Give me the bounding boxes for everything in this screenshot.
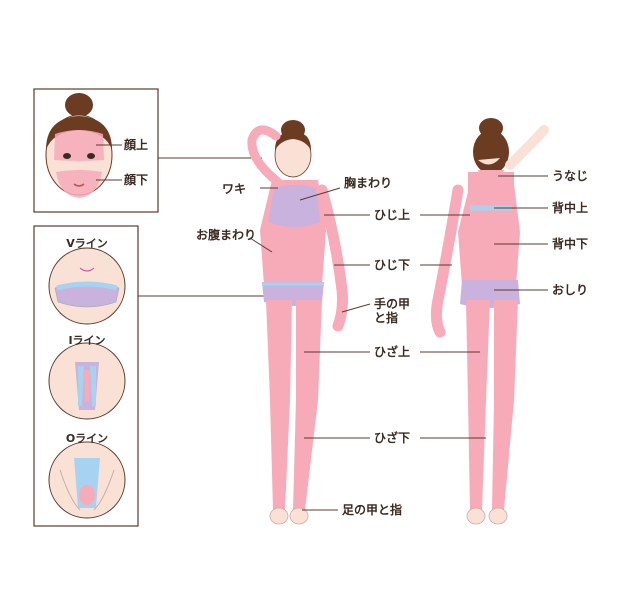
- i-line-circle: [48, 342, 126, 420]
- face-illustration: [45, 93, 113, 198]
- nape-zone: [478, 170, 504, 182]
- front-chest-zone: [268, 185, 320, 227]
- face-lower-label: 顔下: [124, 173, 149, 187]
- shin-label: ひざ下: [374, 431, 411, 445]
- upper-arm-label: ひじ上: [374, 208, 411, 222]
- o-line-label: Oライン: [65, 432, 109, 445]
- foot-label: 足の甲と指: [342, 503, 403, 517]
- face-lower-zone: [56, 170, 102, 198]
- belly-label: お腹まわり: [196, 228, 257, 242]
- nape-label: うなじ: [552, 169, 589, 183]
- i-line-label: Iライン: [68, 334, 106, 347]
- chest-label: 胸まわり: [344, 176, 393, 190]
- upper-back-label: 背中上: [552, 201, 589, 215]
- thigh-label: ひざ上: [374, 345, 411, 359]
- back-figure: [430, 118, 549, 525]
- forearm-label: ひじ下: [374, 258, 411, 272]
- hand-label: 手の甲 と指: [374, 297, 411, 325]
- v-line-label: Vライン: [66, 237, 108, 250]
- armpit-label: ワキ: [222, 182, 247, 196]
- o-line-circle: [48, 441, 126, 519]
- front-figure: [247, 120, 348, 525]
- lower-back-label: 背中下: [552, 237, 589, 251]
- v-line-circle: [48, 247, 126, 325]
- face-upper-label: 顔上: [124, 138, 149, 152]
- hips-label: おしり: [552, 283, 589, 297]
